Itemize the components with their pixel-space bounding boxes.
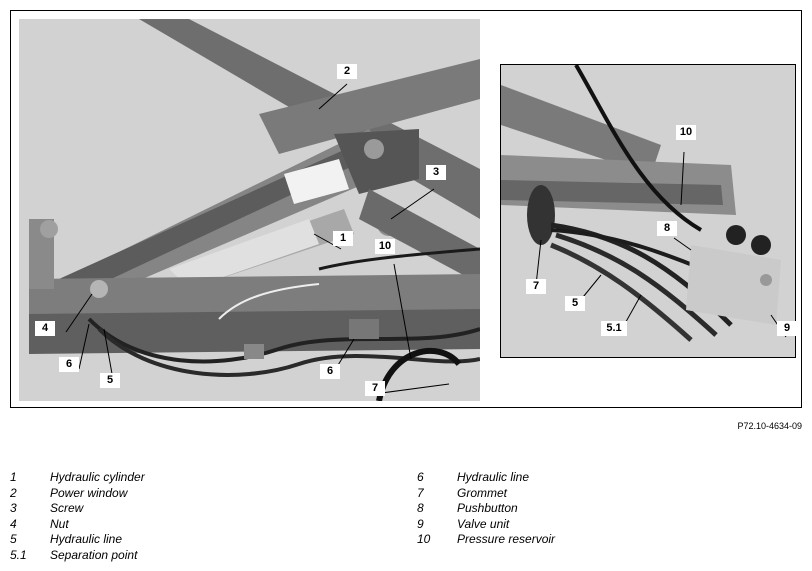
callout-5-1: 5.1	[601, 321, 627, 336]
callout-9: 9	[777, 321, 797, 336]
legend-item: 5.1 Separation point	[10, 548, 145, 564]
inset-photo-illustration	[501, 65, 795, 357]
legend-item: 2 Power window	[10, 486, 145, 502]
callout-2: 2	[337, 64, 357, 79]
legend-item: 3 Screw	[10, 501, 145, 517]
legend-text: Grommet	[457, 485, 508, 500]
callout-6-right: 6	[320, 364, 340, 379]
legend-text: Pressure reservoir	[457, 532, 556, 547]
legend-number: 5	[10, 532, 17, 547]
legend-number: 1	[10, 470, 17, 484]
callout-4: 4	[35, 321, 55, 336]
legend-text: Hydraulic line	[50, 532, 123, 547]
legend-item: 8 Pushbutton	[417, 501, 555, 517]
legend-item: 6 Hydraulic line	[417, 470, 555, 486]
main-photo-illustration	[19, 19, 480, 401]
legend-number: 5.1	[10, 547, 27, 562]
legend-number: 4	[10, 516, 17, 531]
legend-number: 9	[417, 516, 424, 531]
legend-item: 7 Grommet	[417, 486, 555, 502]
legend-text: Hydraulic cylinder	[50, 470, 145, 484]
legend-text: Pushbutton	[457, 501, 518, 516]
legend-text: Power window	[50, 485, 128, 500]
legend-right: 6 Hydraulic line 7 Grommet 8 Pushbutton 9 Va…	[417, 470, 555, 548]
callout-10-main: 10	[375, 239, 395, 254]
legend-number: 3	[10, 501, 17, 516]
legend-text: Separation point	[50, 547, 138, 562]
legend-item: 4 Nut	[10, 517, 145, 533]
legend-item: 1 Hydraulic cylinder	[10, 470, 145, 486]
legend-text: Valve unit	[457, 516, 510, 531]
legend-text: Hydraulic line	[457, 470, 530, 484]
legend-number: 7	[417, 485, 424, 500]
legend-left: 1 Hydraulic cylinder 2 Power window 3 Screw…	[10, 470, 145, 564]
callout-10-inset: 10	[676, 125, 696, 140]
callout-7-inset: 7	[526, 279, 546, 294]
callout-8: 8	[657, 221, 677, 236]
legend-text: Nut	[50, 516, 69, 531]
legend-item: 9 Valve unit	[417, 517, 555, 533]
main-photo	[19, 19, 480, 401]
callout-3: 3	[426, 165, 446, 180]
callout-1: 1	[333, 231, 353, 246]
callout-5-inset: 5	[565, 296, 585, 311]
legend-number: 10	[417, 532, 431, 547]
legend-number: 8	[417, 501, 424, 516]
callout-7-main: 7	[365, 381, 385, 396]
legend-text: Screw	[50, 501, 84, 516]
figure-reference: P72.10-4634-09	[737, 421, 802, 431]
callout-5-main: 5	[100, 373, 120, 388]
legend-number: 2	[10, 485, 17, 500]
inset-photo	[500, 64, 796, 358]
legend-item: 5 Hydraulic line	[10, 532, 145, 548]
legend-item: 10 Pressure reservoir	[417, 532, 555, 548]
figure-frame: 2 3 1 10 4 6 5 6 7 10 8 7 5 5.1 9	[10, 10, 802, 408]
callout-6-left: 6	[59, 357, 79, 372]
legend-number: 6	[417, 470, 424, 484]
